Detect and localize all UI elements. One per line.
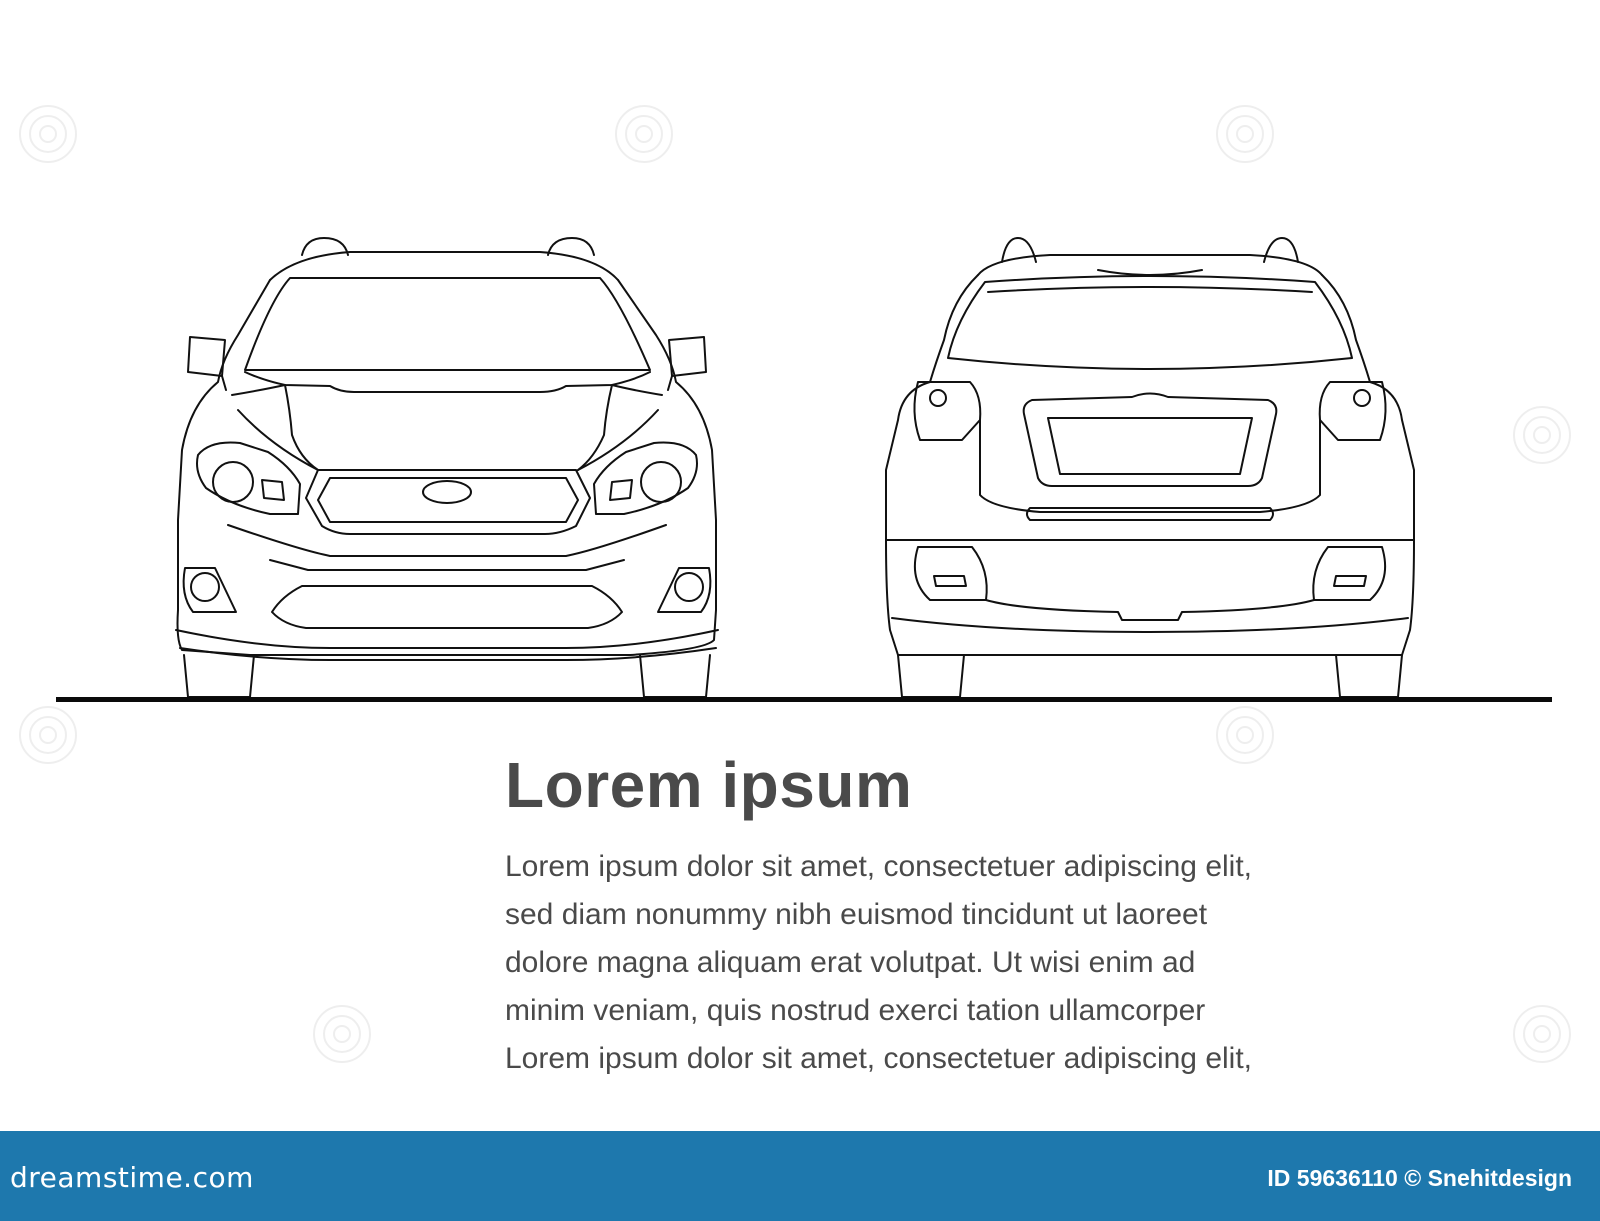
body-text: Lorem ipsum dolor sit amet, consectetuer… <box>505 843 1505 1083</box>
watermark-spiral-icon <box>313 1005 371 1063</box>
body-line: sed diam nonummy nibh euismod tincidunt … <box>505 898 1208 931</box>
watermark-spiral-icon <box>615 105 673 163</box>
image-credit: ID 59636110 © Snehitdesign <box>1267 1165 1572 1192</box>
credit-id: 59636110 <box>1296 1165 1398 1191</box>
dreamstime-logo: dreamstime.com <box>10 1161 254 1194</box>
watermark-spiral-icon <box>1513 1005 1571 1063</box>
footer-bar: dreamstime.com ID 59636110 © Snehitdesig… <box>0 1131 1600 1221</box>
body-line: Lorem ipsum dolor sit amet, consectetuer… <box>505 850 1253 883</box>
car-line-drawing <box>175 237 1415 698</box>
car-front-view <box>175 237 719 698</box>
watermark-spiral-icon <box>19 105 77 163</box>
credit-author: Snehitdesign <box>1427 1165 1572 1191</box>
body-line: minim veniam, quis nostrud exerci tation… <box>505 994 1206 1027</box>
ground-line <box>56 697 1552 702</box>
watermark-spiral-icon <box>19 706 77 764</box>
copyright-symbol: © <box>1404 1165 1422 1191</box>
watermark-spiral-icon <box>1216 105 1274 163</box>
credit-id-label: ID <box>1267 1165 1291 1191</box>
heading: Lorem ipsum <box>505 749 913 821</box>
car-rear-view <box>885 237 1415 698</box>
watermark-spiral-icon <box>1513 406 1571 464</box>
watermark-spiral-icon <box>1216 706 1274 764</box>
body-line: dolore magna aliquam erat volutpat. Ut w… <box>505 946 1196 979</box>
body-line: Lorem ipsum dolor sit amet, consectetuer… <box>505 1042 1253 1075</box>
